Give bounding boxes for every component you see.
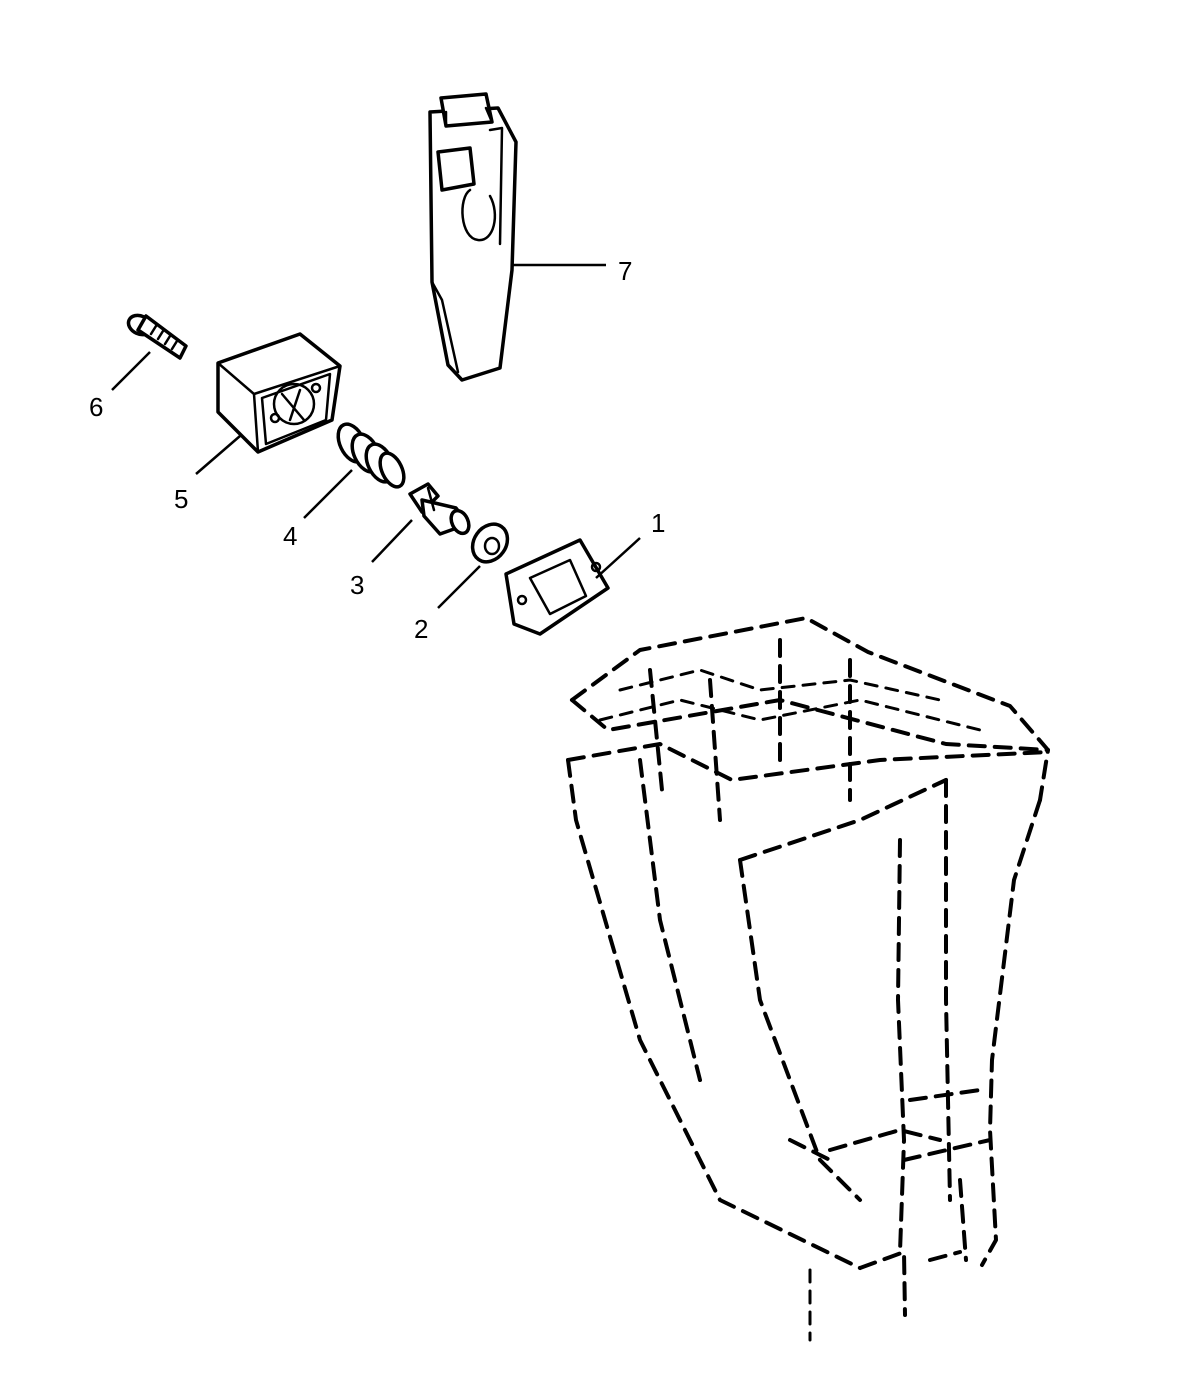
leader-lines <box>111 263 641 609</box>
part-7-bracket <box>428 92 518 382</box>
part-5-housing-block <box>216 332 342 454</box>
leader-2 <box>437 565 481 609</box>
callout-4: 4 <box>283 521 297 551</box>
leader-1 <box>595 537 641 579</box>
callout-labels: 1 2 3 4 5 6 7 <box>89 256 665 644</box>
part-6-screw <box>126 313 188 360</box>
callout-5: 5 <box>174 484 188 514</box>
callout-1: 1 <box>651 508 665 538</box>
driveshaft-housing-outline <box>566 616 1050 1342</box>
leader-6 <box>111 351 151 391</box>
callout-2: 2 <box>414 614 428 644</box>
part-3-valve <box>408 482 471 536</box>
leader-3 <box>371 519 413 563</box>
part-1-gasket <box>504 538 610 636</box>
part-2-washer <box>470 522 510 564</box>
leader-5 <box>195 435 241 475</box>
callout-6: 6 <box>89 392 103 422</box>
callout-7: 7 <box>618 256 632 286</box>
leader-4 <box>303 469 353 519</box>
callout-3: 3 <box>350 570 364 600</box>
part-4-spring <box>336 422 406 489</box>
